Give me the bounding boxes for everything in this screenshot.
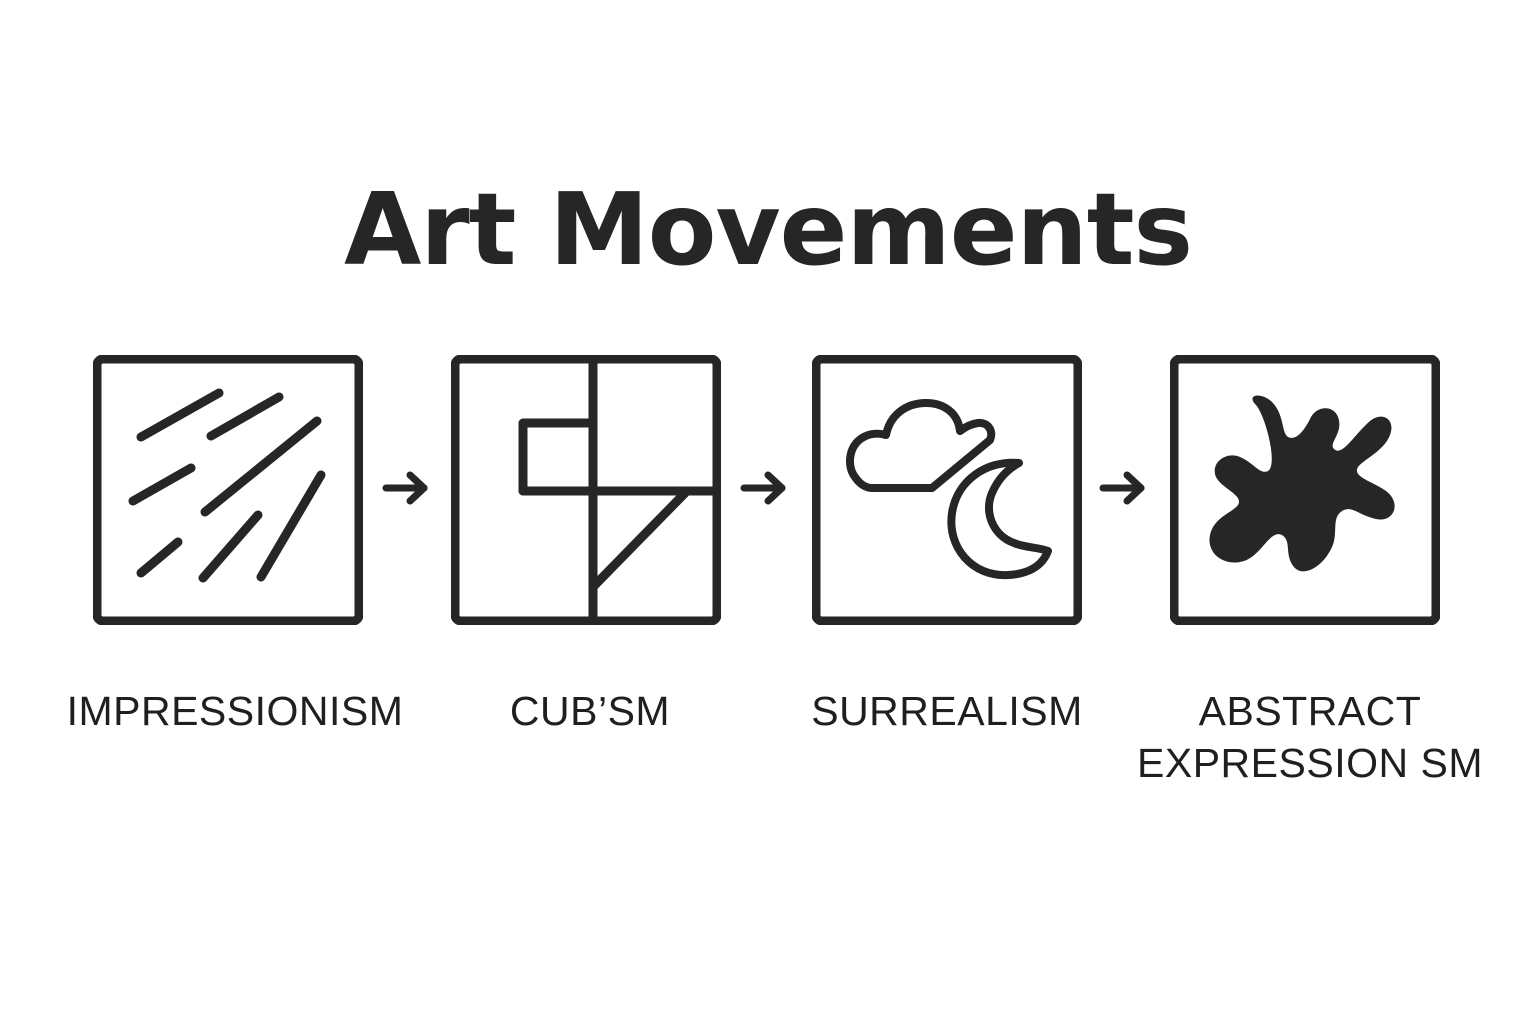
- arrow-right-icon: [738, 466, 790, 510]
- page-title: Art Movements: [343, 171, 1193, 288]
- paint-splash-icon: [1170, 355, 1440, 625]
- movement-card-surrealism: [812, 355, 1082, 625]
- brush-strokes-icon: [93, 355, 363, 625]
- label-abstract-expressionism-line-2: EXPRESSION SM: [1137, 740, 1483, 786]
- geometric-blocks-icon: [451, 355, 721, 625]
- label-abstract-expressionism-line-1: ABSTRACT: [1198, 688, 1422, 734]
- movement-card-abstract-expressionism: [1170, 355, 1440, 625]
- arrow-right-icon: [380, 466, 432, 510]
- label-cubism: CUB’SM: [509, 688, 671, 734]
- movement-card-cubism: [451, 355, 721, 625]
- movement-card-impressionism: [93, 355, 363, 625]
- label-abstract-expressionism: ABSTRACT EXPRESSION SM: [1110, 685, 1510, 789]
- arrow-right-icon: [1097, 466, 1149, 510]
- label-impressionism: IMPRESSIONISM: [66, 688, 404, 734]
- cloud-moon-icon: [812, 355, 1082, 625]
- label-surrealism: SURREALISM: [811, 688, 1083, 734]
